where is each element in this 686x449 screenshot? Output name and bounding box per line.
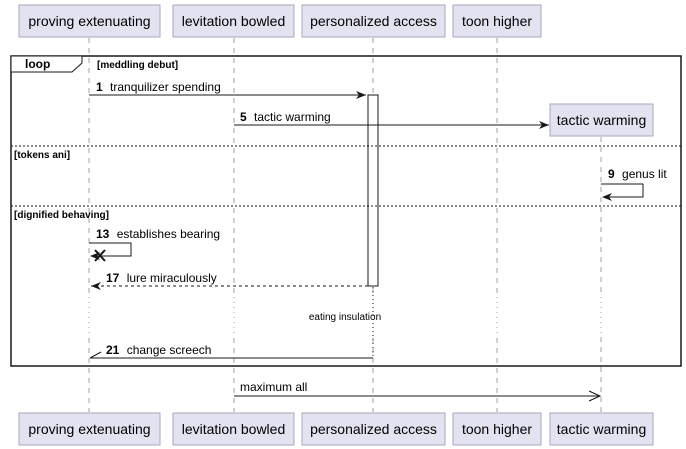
participant-toon-higher-bottom: toon higher — [452, 412, 542, 446]
message-9: 9 genus lit — [601, 167, 667, 201]
loop-fragment: loop [meddling debut] [tokens ani] [dign… — [10, 55, 682, 367]
arrowhead-half — [89, 351, 102, 359]
loop-guard-1: [meddling debut] — [97, 60, 178, 71]
participant-label: levitation bowled — [182, 13, 286, 29]
participant-personalized-access-bottom: personalized access — [301, 412, 446, 446]
participants-top: proving extenuating levitation bowled pe… — [18, 4, 542, 38]
message-13-number: 13 — [96, 227, 110, 241]
delay-label: eating insulation — [309, 312, 381, 323]
participant-label: toon higher — [462, 13, 532, 29]
loop-operator-tab — [10, 55, 83, 73]
message-1-number: 1 — [96, 80, 103, 94]
participants-bottom: proving extenuating levitation bowled pe… — [18, 412, 654, 446]
loop-guard-2: [tokens ani] — [14, 150, 70, 161]
participant-created-tactic-warming: tactic warming — [549, 103, 654, 137]
participant-label: levitation bowled — [182, 421, 286, 437]
participant-label: proving extenuating — [28, 13, 150, 29]
arrowhead-filled — [356, 91, 366, 99]
message-21-number: 21 — [106, 343, 120, 357]
participant-toon-higher: toon higher — [452, 4, 542, 38]
message-21-label: change screech — [127, 343, 212, 357]
delay-dotted-lifelines — [88, 297, 602, 337]
message-1-label: tranquilizer spending — [110, 80, 221, 94]
arrowhead-filled — [91, 282, 101, 290]
message-9-number: 9 — [608, 167, 615, 181]
participant-tactic-warming-bottom: tactic warming — [549, 412, 654, 446]
participant-label: personalized access — [310, 421, 437, 437]
loop-frame — [10, 55, 682, 367]
message-17-label: lure miraculously — [127, 271, 217, 285]
message-5-label: tactic warming — [254, 110, 331, 124]
message-21: 21 change screech — [89, 343, 373, 359]
svg-text:21 change screech: 21 change screech — [106, 343, 211, 357]
participant-proving-extenuating: proving extenuating — [18, 4, 161, 38]
message-17: 17 lure miraculously — [91, 271, 368, 290]
participant-personalized-access: personalized access — [301, 4, 446, 38]
message-5: 5 tactic warming — [234, 110, 549, 129]
arrowhead-filled — [539, 121, 549, 129]
delay-gap — [80, 297, 620, 337]
participant-proving-extenuating-bottom: proving extenuating — [18, 412, 161, 446]
participant-label: tactic warming — [557, 421, 646, 437]
participant-created-label: tactic warming — [557, 112, 646, 128]
loop-operator-label: loop — [25, 57, 50, 71]
destroy-x-icon — [94, 249, 106, 262]
message-maximum-all-label: maximum all — [240, 380, 307, 394]
svg-text:5 tactic warming: 5 tactic warming — [240, 110, 331, 124]
arrowhead-filled — [602, 193, 612, 201]
participant-levitation-bowled-bottom: levitation bowled — [172, 412, 295, 446]
svg-text:9 genus lit: 9 genus lit — [608, 167, 667, 181]
participant-label: toon higher — [462, 421, 532, 437]
message-5-number: 5 — [240, 110, 247, 124]
participant-label: proving extenuating — [28, 421, 150, 437]
participant-levitation-bowled: levitation bowled — [172, 4, 295, 38]
svg-text:1 tranquilizer spending: 1 tranquilizer spending — [96, 80, 221, 94]
message-maximum-all: maximum all — [234, 380, 602, 402]
svg-text:17 lure miraculously: 17 lure miraculously — [106, 271, 217, 285]
svg-text:13 establishes bearing: 13 establishes bearing — [96, 227, 220, 241]
message-13: 13 establishes bearing — [89, 227, 220, 262]
arrowhead-open — [588, 390, 602, 402]
message-1: 1 tranquilizer spending — [89, 80, 366, 99]
message-13-label: establishes bearing — [117, 227, 220, 241]
message-9-label: genus lit — [622, 167, 667, 181]
participant-label: personalized access — [310, 13, 437, 29]
activation-bar — [367, 94, 379, 287]
loop-guard-3: [dignified behaving] — [14, 210, 109, 221]
message-17-number: 17 — [106, 271, 120, 285]
